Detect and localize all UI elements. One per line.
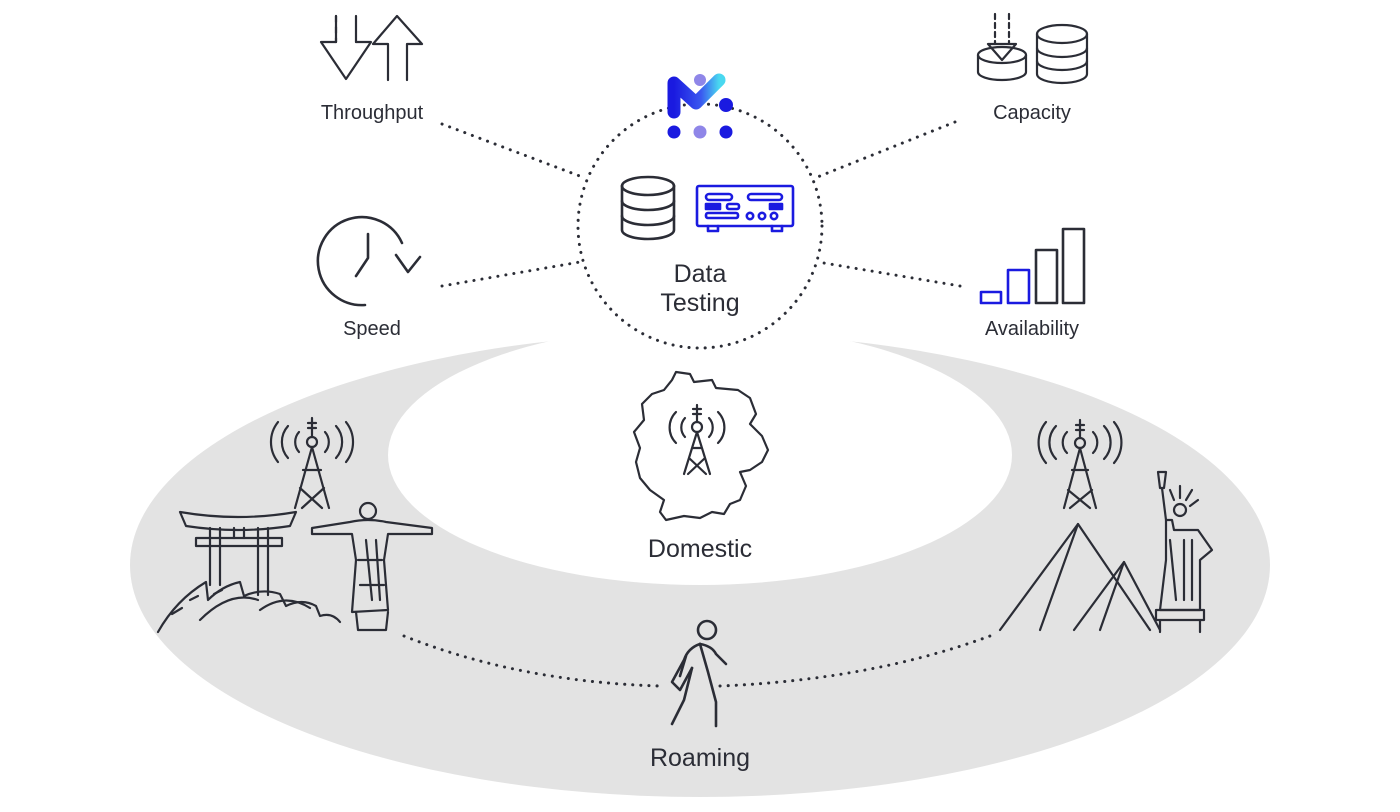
connector-availability	[816, 260, 962, 288]
throughput-label: Throughput	[321, 102, 424, 124]
center-title-line2: Testing	[660, 289, 739, 317]
connector-capacity	[813, 120, 957, 180]
domestic-label: Domestic	[648, 535, 752, 563]
capacity-label: Capacity	[993, 102, 1071, 124]
statue-liberty-icon	[1154, 470, 1214, 634]
right-tower-icon	[1037, 418, 1123, 510]
test-equipment-icon	[695, 184, 795, 233]
domestic-zone	[388, 325, 1012, 585]
database-icon	[620, 175, 676, 241]
center-title-line1: Data	[674, 260, 727, 288]
germany-map-icon	[632, 370, 770, 522]
speed-label: Speed	[343, 318, 401, 340]
pyramids-icon	[998, 522, 1162, 632]
connector-speed	[440, 260, 582, 288]
capacity-icon	[976, 12, 1089, 85]
throughput-icon	[319, 14, 424, 82]
availability-icon	[979, 227, 1086, 305]
connector-throughput	[440, 122, 587, 180]
roaming-path	[402, 634, 662, 688]
christ-redeemer-icon	[310, 501, 434, 632]
speed-icon	[316, 215, 422, 307]
opera-house-icon	[156, 580, 342, 634]
torii-gate-icon	[178, 510, 298, 597]
availability-label: Availability	[985, 318, 1079, 340]
domestic-tower-icon	[668, 403, 726, 476]
left-tower-icon	[269, 416, 355, 510]
brand-logo	[667, 73, 733, 139]
roaming-path-right	[718, 634, 992, 688]
walking-person-icon	[670, 619, 728, 728]
roaming-label: Roaming	[650, 744, 750, 772]
